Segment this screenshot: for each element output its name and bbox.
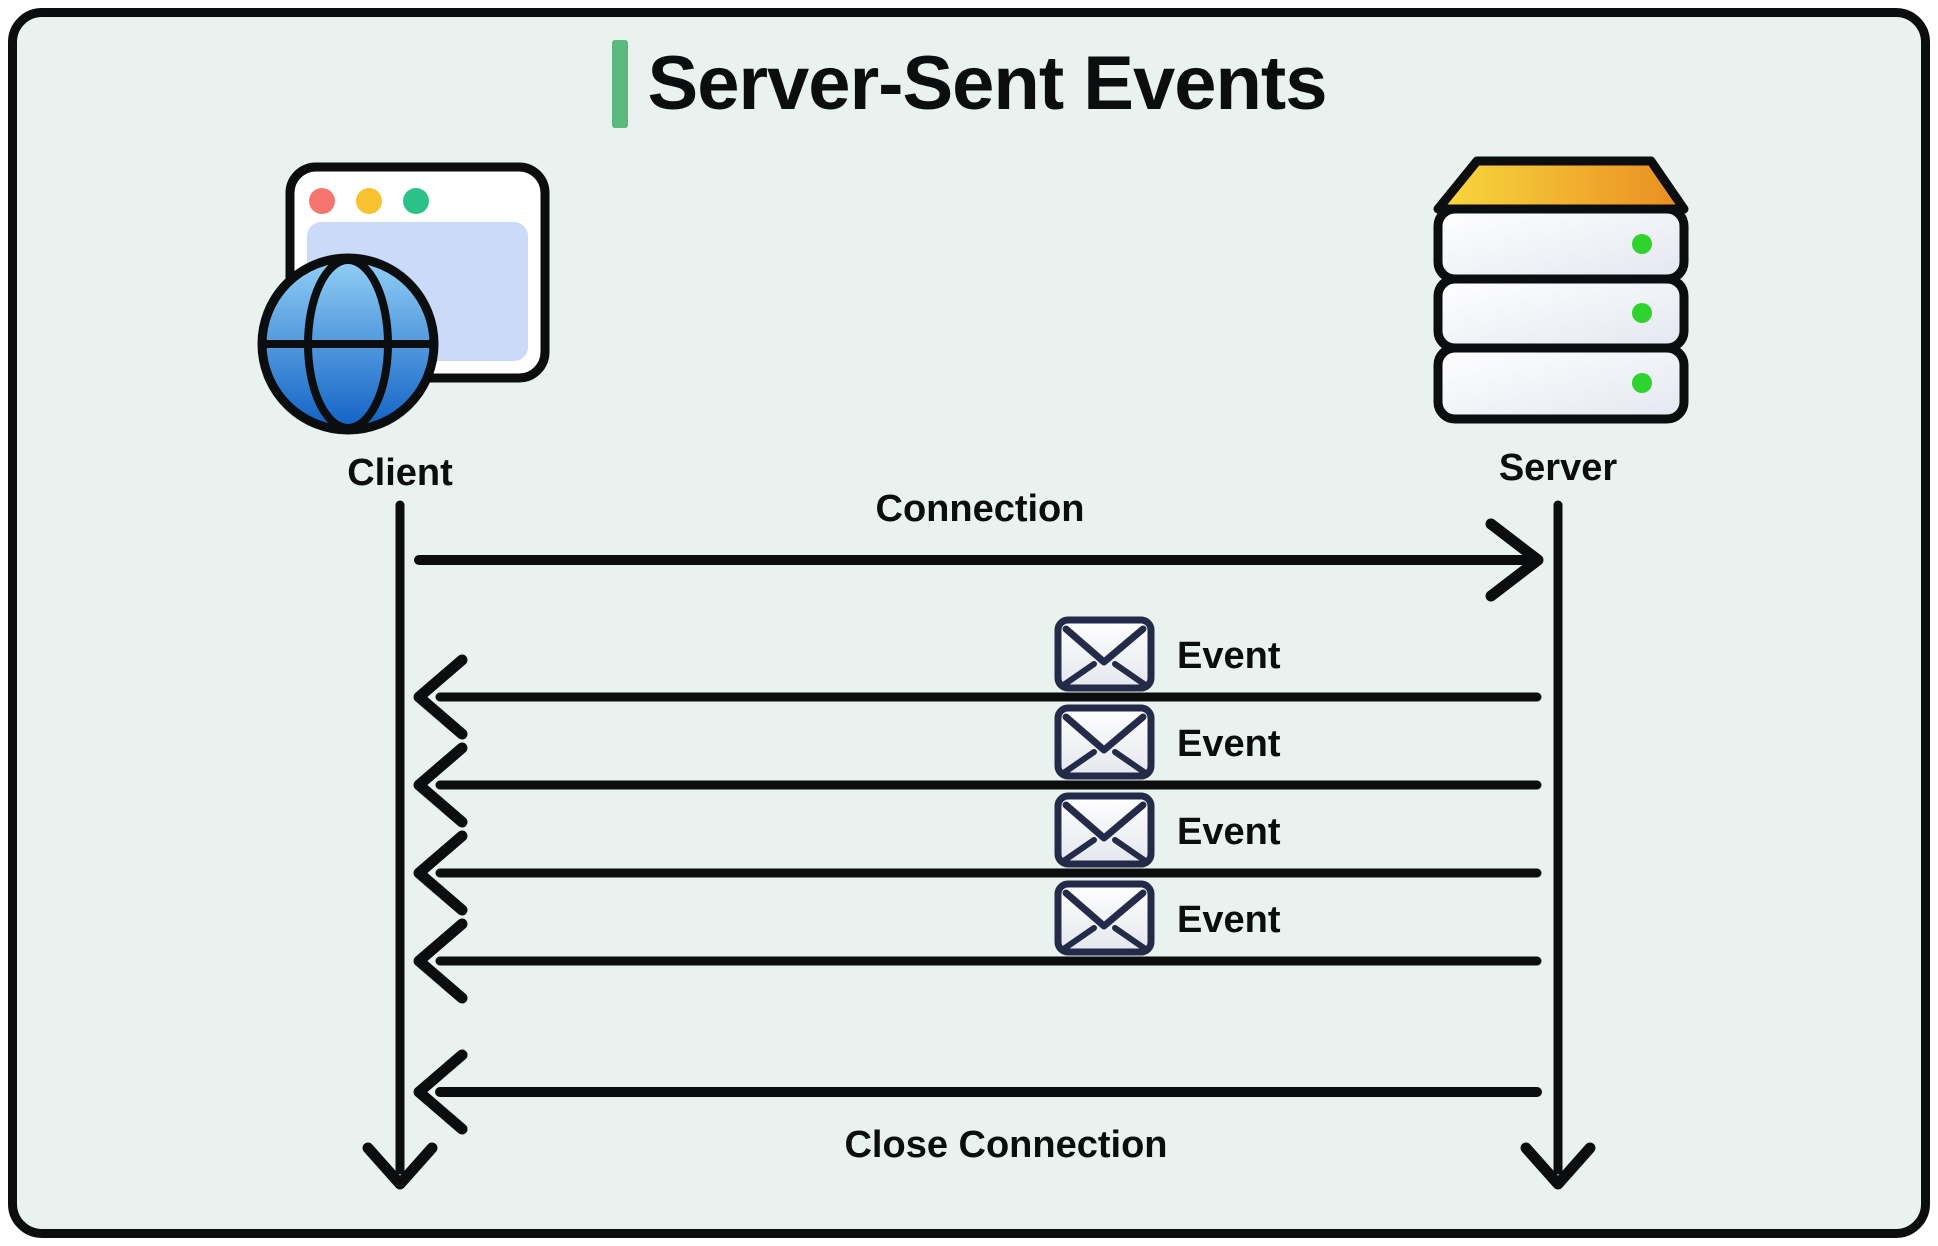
connection-label: Connection: [876, 488, 1085, 530]
arrow-left-icon: [413, 654, 468, 740]
connection-arrow: [414, 518, 1544, 602]
title-accent-bar: [611, 40, 628, 128]
event-arrow: [413, 742, 1542, 828]
arrow-left-icon: [413, 742, 468, 828]
window-dot-green-icon: [403, 188, 429, 214]
server-lifeline: [1520, 500, 1596, 1190]
server-icon: [1433, 156, 1689, 424]
arrow-down-icon: [362, 1142, 438, 1190]
client-icon: [257, 162, 550, 435]
arrow-down-icon: [1520, 1142, 1596, 1190]
envelope-icon: [1054, 792, 1155, 868]
event-arrow: [413, 654, 1542, 740]
arrow-left-icon: [413, 1049, 468, 1135]
server-label: Server: [1499, 447, 1618, 489]
page-title: Server-Sent Events: [647, 41, 1328, 126]
title-row: Server-Sent Events: [0, 40, 1938, 128]
event-arrow: [413, 830, 1542, 916]
event-label: Event: [1177, 811, 1281, 853]
server-led-icon: [1632, 303, 1652, 323]
envelope-icon: [1054, 880, 1155, 956]
event-arrow: [413, 918, 1542, 1004]
event-label: Event: [1177, 899, 1281, 941]
globe-icon: [257, 253, 439, 435]
envelope-icon: [1054, 616, 1155, 692]
arrow-right-icon: [1485, 518, 1544, 602]
event-label: Event: [1177, 723, 1281, 765]
event-label: Event: [1177, 635, 1281, 677]
close-connection-arrow: [413, 1049, 1542, 1135]
arrow-left-icon: [413, 830, 468, 916]
client-lifeline: [362, 500, 438, 1190]
window-dot-yellow-icon: [356, 188, 382, 214]
window-dot-red-icon: [309, 188, 335, 214]
server-led-icon: [1632, 373, 1652, 393]
close-connection-label: Close Connection: [844, 1124, 1167, 1166]
client-label: Client: [347, 452, 453, 494]
server-led-icon: [1632, 234, 1652, 254]
arrow-left-icon: [413, 918, 468, 1004]
envelope-icon: [1054, 704, 1155, 780]
server-top-icon: [1433, 156, 1689, 214]
